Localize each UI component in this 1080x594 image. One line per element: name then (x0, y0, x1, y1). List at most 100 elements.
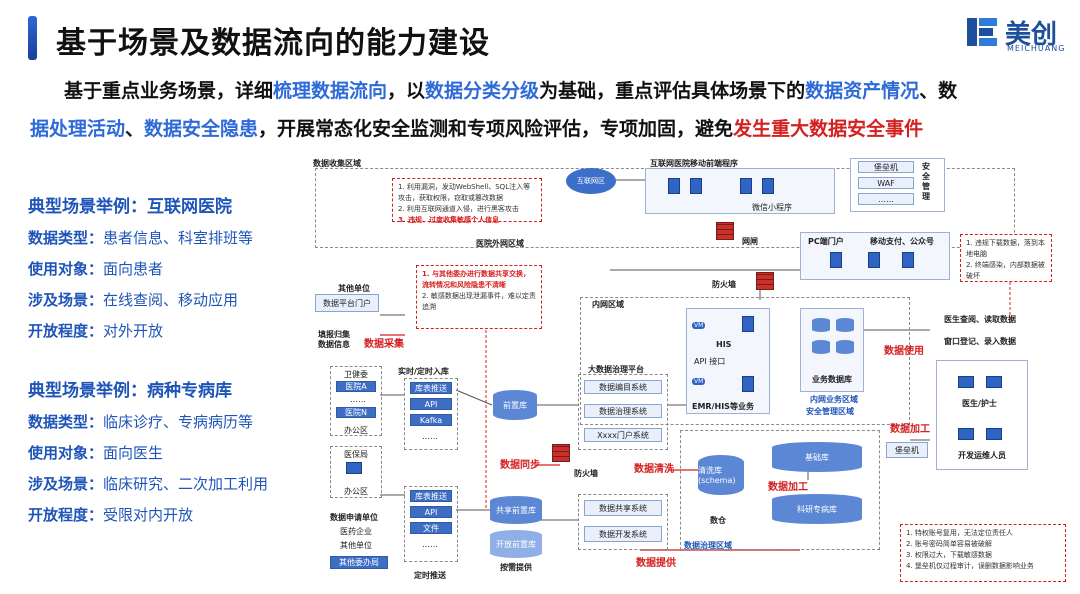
data-governance-zone (680, 430, 880, 550)
scenario-row: 开放程度：对外开放 (28, 322, 164, 340)
sec-mgmt-zone-label: 安全管理区域 (806, 407, 854, 416)
waf-device: WAF (858, 177, 914, 189)
dev-ops-label: 开发运维人员 (958, 451, 1006, 460)
api-a: API (410, 398, 452, 410)
title-accent-bar (28, 16, 37, 60)
vm-icon: VM (692, 378, 706, 385)
computer-icon (986, 376, 1002, 388)
scenario-row: 数据类型：患者信息、科室排班等 (28, 229, 254, 247)
computer-icon (958, 428, 974, 440)
logo-brand-text: 美创 (1005, 20, 1058, 50)
hospital-n: 医院N (336, 407, 376, 418)
intro-line-1: 基于重点业务场景，详细梳理数据流向，以数据分类分级为基础，重点评估具体场景下的数… (64, 80, 958, 102)
share-front-database: 共享前置库 (490, 496, 542, 524)
database-icon (836, 318, 854, 332)
ellipsis: …… (350, 395, 366, 404)
fill-report-label: 填报归集 数据信息 (318, 330, 350, 349)
data-dev-system: 数据开发系统 (584, 526, 662, 542)
hospital-a: 医院A (336, 381, 376, 392)
other-unit-label: 其他单位 (338, 284, 370, 293)
page-title: 基于场景及数据流向的能力建设 (56, 26, 490, 61)
scenario-title: 典型场景举例：病种专病库 (28, 381, 232, 401)
clean-database: 清洗库 (schema) (698, 455, 744, 495)
other-unit-2-label: 其他单位 (340, 541, 372, 550)
med-enterprise-label: 医药企业 (340, 527, 372, 536)
ellipsis: …… (422, 432, 438, 441)
lib-push-b: 库表推送 (410, 490, 452, 502)
scenario-row: 使用对象：面向医生 (28, 444, 164, 462)
medical-insurance-box (330, 446, 382, 498)
server-icon (868, 252, 880, 268)
on-demand-label: 按需提供 (500, 563, 532, 572)
zone-label: 医院外网区域 (476, 239, 524, 248)
med-ins-label: 医保局 (344, 450, 368, 459)
risk-note-privilege: 1. 特权账号复用，无法定位责任人 2. 账号密码简单容易被破解 3. 权限过大… (900, 524, 1066, 582)
share-system-box (578, 494, 668, 550)
research-database: 科研专病库 (772, 494, 862, 524)
scenario-row: 涉及场景：临床研究、二次加工利用 (28, 475, 269, 493)
risk-note-sharing: 1. 与其他委办进行数据共享交换，流转情况和风险隐患不清晰 2. 敏感数据出现泄… (416, 265, 542, 329)
other-device: …… (858, 193, 914, 205)
computer-icon (958, 376, 974, 388)
scenario-title: 典型场景举例：互联网医院 (28, 197, 232, 217)
data-collect-label: 数据采集 (364, 339, 404, 350)
emr-label: EMR/HIS等业务 (692, 402, 754, 411)
server-icon (668, 178, 680, 194)
api-b: API (410, 506, 452, 518)
database-icon (812, 318, 830, 332)
sec-mgmt-label: 安全管理 (922, 162, 930, 201)
pc-portal-label: PC端门户 (808, 237, 844, 246)
zone-label: 互联网医院移动前端程序 (650, 159, 738, 168)
data-gov-zone-label: 数据治理区域 (684, 541, 732, 550)
server-icon (830, 252, 842, 268)
risk-note-collection: 1. 利用漏洞，发动WebShell、SQL注入等攻击，获取权限，窃取或篡改数据… (392, 178, 542, 224)
meichuang-logo-icon (967, 18, 997, 46)
ellipsis: …… (422, 540, 438, 549)
server-icon (742, 316, 754, 332)
lib-push-a: 库表推送 (410, 382, 452, 394)
data-catalog-system: 数据编目系统 (584, 380, 662, 394)
realtime-box (404, 378, 458, 450)
data-clean-label: 数据清洗 (634, 464, 674, 475)
server-icon (690, 178, 702, 194)
warehouse-label: 数仓 (710, 516, 726, 525)
base-database: 基础库 (772, 442, 862, 472)
biz-db-label: 业务数据库 (812, 375, 852, 384)
bastion-host-2: 堡垒机 (886, 442, 928, 458)
timed-push-box (404, 486, 458, 562)
scenario-internet-hospital: 典型场景举例：互联网医院 数据类型：患者信息、科室排班等 使用对象：面向患者 涉… (28, 192, 253, 347)
data-sync-label: 数据同步 (500, 460, 540, 471)
intra-biz-label: 内网业务区域 (810, 395, 858, 404)
server-icon (742, 376, 754, 392)
scenario-disease-database: 典型场景举例：病种专病库 数据类型：临床诊疗、专病病历等 使用对象：面向医生 涉… (28, 376, 268, 531)
mobile-pay-label: 移动支付、公众号 (870, 237, 934, 246)
intro-paragraph: 基于重点业务场景，详细梳理数据流向，以数据分类分级为基础，重点评估具体场景下的数… (30, 72, 1050, 148)
computer-icon (986, 428, 1002, 440)
data-use-label: 数据使用 (884, 346, 924, 357)
xxxx-portal-system: Xxxx门户系统 (584, 428, 662, 442)
kafka: Kafka (410, 414, 452, 426)
brand-logo: 美创 MEICHUANG (965, 14, 1075, 54)
data-process-label: 数据加工 (890, 424, 930, 435)
staff-zone (936, 360, 1028, 470)
big-data-platform-box (578, 374, 668, 450)
office-label: 办公区 (344, 487, 368, 496)
his-label: HIS (716, 340, 732, 349)
firewall-label: 防火墙 (712, 280, 736, 289)
api-interface-label: API 接口 (694, 357, 726, 366)
wechat-label: 微信小程序 (752, 203, 792, 212)
computer-icon (346, 462, 362, 474)
server-icon (740, 178, 752, 194)
zone-label: 内网区域 (592, 300, 624, 309)
intranet-zone (580, 297, 910, 425)
data-apply-label: 数据申请单位 (330, 513, 378, 522)
vm-icon: VM (692, 322, 706, 329)
health-commission-box (330, 366, 382, 436)
file-box: 文件 (410, 522, 452, 534)
database-icon (836, 340, 854, 354)
scenario-row: 使用对象：面向患者 (28, 260, 164, 278)
data-share-system: 数据共享系统 (584, 500, 662, 516)
scenario-row: 开放程度：受限对内开放 (28, 506, 194, 524)
gateway-label: 网闸 (742, 237, 758, 246)
doctor-nurse-label: 医生/护士 (962, 399, 997, 408)
